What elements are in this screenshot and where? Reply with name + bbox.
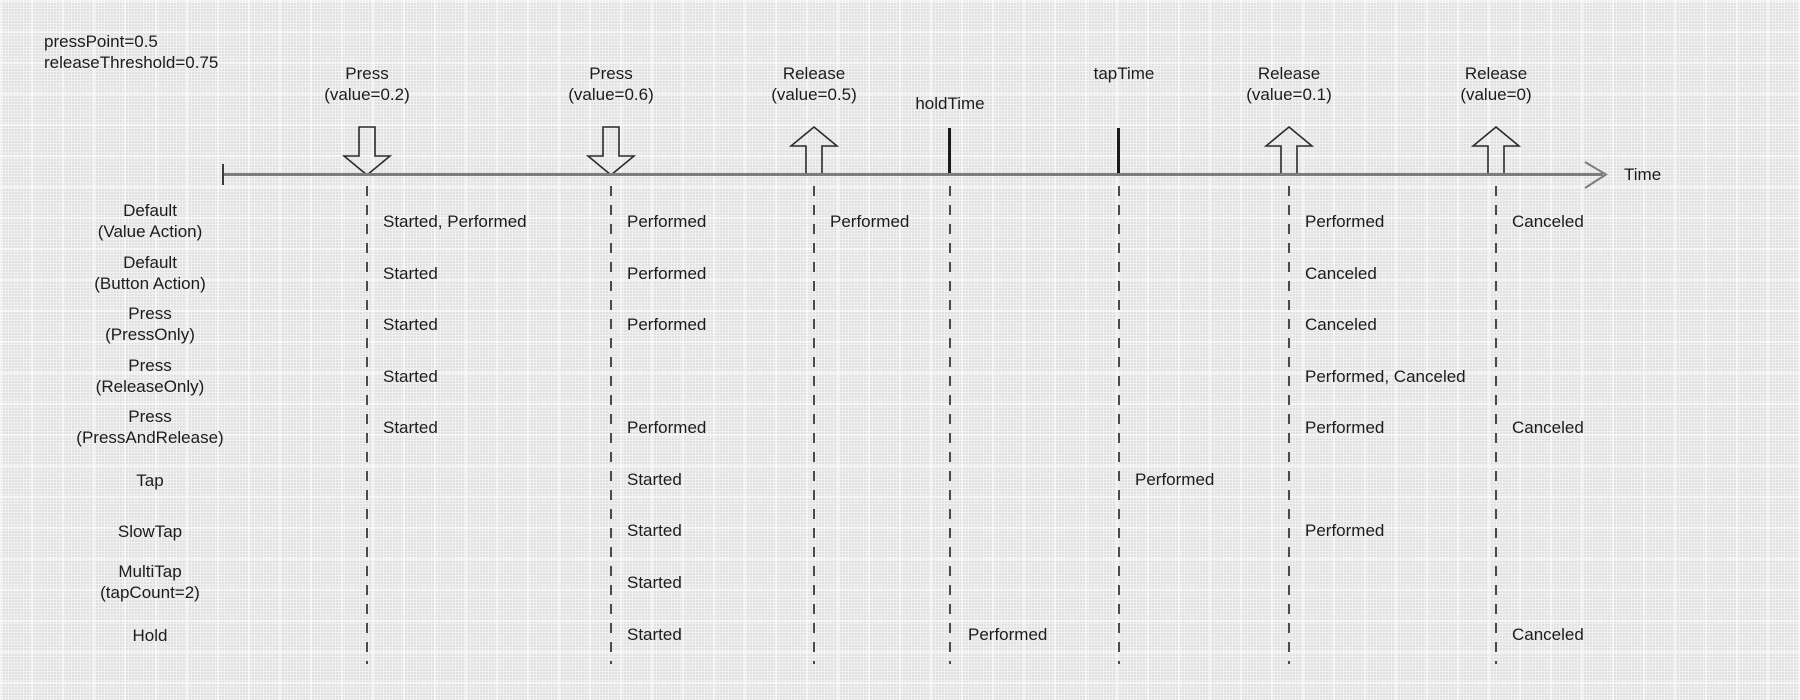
row-label-hold: Hold [132,626,168,645]
event-header-press-0-2: Press (value=0.2) [324,64,410,104]
event-header-release-0-1: Release (value=0.1) [1246,64,1332,104]
state-cell: Started [627,521,682,540]
release-arrow-up-icon [1264,126,1314,176]
state-cell: Performed, Canceled [1305,367,1466,386]
state-cell: Performed [627,315,707,334]
state-cell: Performed [968,625,1048,644]
guide-line-taptime [1118,186,1120,664]
axis-origin-tick [222,164,224,185]
row-label-default-button-action: Default (Button Action) [94,253,206,293]
row-label-press-releaseonly: Press (ReleaseOnly) [95,356,205,396]
guide-line-release-0 [1495,186,1497,664]
guide-line-release-0-1 [1288,186,1290,664]
state-cell: Performed [830,212,910,231]
row-label-press-pressonly: Press (PressOnly) [105,304,195,344]
press-point-param: pressPoint=0.5 [44,32,158,51]
state-cell: Canceled [1512,418,1584,437]
state-cell: Started [627,625,682,644]
release-arrow-up-icon [789,126,839,176]
release-threshold-param: releaseThreshold=0.75 [44,53,219,72]
row-label-slowtap: SlowTap [117,522,183,541]
guide-line-press-0-6 [610,186,612,664]
event-header-release-0: Release (value=0) [1460,64,1532,104]
guide-line-release-0-5 [813,186,815,664]
guide-line-press-0-2 [366,186,368,664]
axis-arrowhead-icon [1584,161,1608,189]
time-axis-label: Time [1624,165,1662,184]
parameters-note: pressPoint=0.5 releaseThreshold=0.75 [44,31,218,73]
state-cell: Started [627,573,682,592]
row-label-press-pressandrelease: Press (PressAndRelease) [76,407,224,447]
release-arrow-up-icon [1471,126,1521,176]
state-cell: Started [383,418,438,437]
state-cell: Canceled [1305,264,1377,283]
state-cell: Started, Performed [383,212,527,231]
press-arrow-down-icon [342,126,392,176]
time-axis [223,173,1603,176]
holdtime-tick-icon [948,128,951,175]
row-label-default-value-action: Default (Value Action) [97,201,203,241]
event-header-release-0-5: Release (value=0.5) [771,64,857,104]
taptime-tick-icon [1117,128,1120,175]
state-cell: Canceled [1512,212,1584,231]
event-header-holdtime: holdTime [915,94,985,113]
state-cell: Performed [627,212,707,231]
state-cell: Started [383,264,438,283]
event-header-press-0-6: Press (value=0.6) [568,64,654,104]
state-cell: Canceled [1305,315,1377,334]
state-cell: Canceled [1512,625,1584,644]
press-arrow-down-icon [586,126,636,176]
row-label-tap: Tap [136,471,164,490]
state-cell: Performed [1135,470,1215,489]
state-cell: Started [383,315,438,334]
state-cell: Performed [1305,212,1385,231]
state-cell: Started [627,470,682,489]
guide-line-holdtime [949,186,951,664]
state-cell: Performed [627,418,707,437]
state-cell: Started [383,367,438,386]
row-label-multitap: MultiTap (tapCount=2) [100,562,200,602]
event-header-taptime: tapTime [1093,64,1155,83]
state-cell: Performed [1305,418,1385,437]
state-cell: Performed [627,264,707,283]
state-cell: Performed [1305,521,1385,540]
